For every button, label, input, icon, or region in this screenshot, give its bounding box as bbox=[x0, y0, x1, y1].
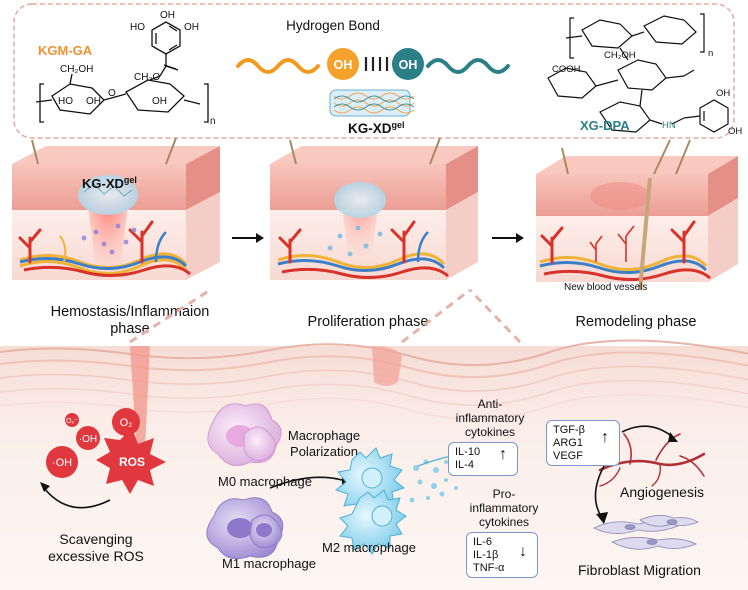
growth-up-arrow: ↑ bbox=[601, 429, 609, 446]
ros-burst bbox=[96, 428, 166, 494]
chem-oh-3: OH bbox=[184, 22, 199, 33]
oh-radical-bubble-1 bbox=[46, 446, 78, 478]
chem-oh-5: OH bbox=[86, 96, 101, 107]
kgm-ga-label: KGM-GA bbox=[38, 43, 93, 58]
oh-radical-1: ·OH bbox=[52, 457, 72, 469]
chem-hn: HN bbox=[662, 120, 676, 131]
pro-down-arrow: ↓ bbox=[519, 543, 527, 560]
anti-label-line3: cytokines bbox=[465, 425, 515, 439]
chem-ch2o: CH₂O bbox=[134, 72, 160, 83]
ros-label: ROS bbox=[119, 455, 145, 469]
chem-cooh: COOH bbox=[552, 64, 581, 75]
pro-cytokine-1: IL-6 bbox=[473, 536, 492, 548]
chem-o-ring: O bbox=[108, 88, 116, 99]
chem-ho-4: HO bbox=[58, 96, 73, 107]
chem-oh-7: OH bbox=[716, 88, 730, 99]
growth-factor-2: ARG1 bbox=[553, 437, 583, 449]
angiogenesis-label: Angiogenesis bbox=[620, 484, 704, 500]
o2-radical-bubble-1 bbox=[65, 413, 79, 427]
chem-oh-6: OH bbox=[152, 96, 167, 107]
xg-dpa-label: XG-DPA bbox=[580, 118, 630, 133]
growth-factor-1: TGF-β bbox=[553, 424, 585, 436]
pro-label-line2: inflammatory bbox=[470, 501, 539, 515]
pro-label-line1: Pro- bbox=[493, 487, 516, 501]
growth-factor-3: VEGF bbox=[553, 450, 583, 462]
pro-cytokine-2: IL-1β bbox=[473, 549, 499, 561]
hydrogen-bond-label: Hydrogen Bond bbox=[286, 18, 380, 33]
phase1-label-line1: Hemostasis/Inflammaion bbox=[51, 304, 210, 320]
fibroblast-icon bbox=[593, 515, 699, 550]
pro-cytokine-3: TNF-α bbox=[473, 562, 505, 574]
oh-orange-label: OH bbox=[334, 58, 353, 72]
oh-teal-label: OH bbox=[399, 58, 418, 72]
chem-xg-n: n bbox=[708, 48, 713, 59]
phase3-label: Remodeling phase bbox=[576, 314, 697, 330]
chem-ho-2: HO bbox=[130, 22, 145, 33]
phase-arrow-1 bbox=[232, 233, 264, 243]
kgm-chain-wave bbox=[236, 58, 320, 74]
scavenging-arrow bbox=[43, 487, 111, 509]
m1-macrophage-icon bbox=[206, 497, 284, 560]
anti-up-arrow: ↑ bbox=[499, 446, 507, 463]
anti-cytokine-box: IL-10 IL-4 ↑ bbox=[448, 442, 518, 476]
pro-cytokine-box: IL-6 IL-1β TNF-α ↓ bbox=[466, 532, 538, 578]
new-vessels-label: New blood vessels bbox=[564, 282, 647, 293]
anti-cytokine-2: IL-4 bbox=[455, 459, 474, 471]
polarization-label-line1: Macrophage bbox=[288, 428, 360, 443]
oh-teal-circle bbox=[392, 48, 424, 80]
oh-radical-bubble-2 bbox=[76, 426, 100, 450]
chem-ho-1: OH bbox=[160, 10, 175, 21]
fibroblast-label: Fibroblast Migration bbox=[578, 562, 701, 578]
polarization-label-line2: Polarization bbox=[290, 444, 358, 459]
pro-label-line3: cytokines bbox=[479, 515, 529, 529]
m2-macrophage-icon bbox=[334, 447, 407, 555]
anti-label-line2: inflammatory bbox=[456, 411, 525, 425]
xg-dpa-structure bbox=[547, 13, 729, 133]
m0-label: M0 macrophage bbox=[218, 474, 312, 489]
growth-factor-box: TGF-β ARG1 VEGF ↑ bbox=[546, 420, 620, 466]
o2-radical-1: O₂⁻ bbox=[66, 418, 78, 425]
chem-xg-ch2oh: CH₂OH bbox=[604, 50, 636, 61]
anti-cytokine-1: IL-10 bbox=[455, 446, 481, 458]
oh-orange-circle bbox=[327, 48, 359, 80]
chem-ch2oh: CH₂OH bbox=[60, 64, 93, 75]
anti-label-line1: Anti- bbox=[478, 397, 503, 411]
scavenging-label-line1: Scavenging bbox=[59, 531, 132, 547]
chem-oh-8: OH bbox=[728, 126, 742, 137]
o2-radical-2: O₂ bbox=[120, 417, 133, 429]
m1-label: M1 macrophage bbox=[222, 556, 316, 571]
xg-chain-wave bbox=[426, 58, 510, 74]
phase1-label-line2: phase bbox=[110, 321, 150, 337]
oh-radical-2: ·OH bbox=[79, 434, 97, 445]
m0-macrophage-icon bbox=[207, 403, 282, 467]
skin-block-hemostasis bbox=[12, 137, 220, 280]
gel-mesh-icon bbox=[329, 89, 415, 117]
gel-name-label: KG-XDgel bbox=[348, 120, 405, 136]
phase-arrow-2 bbox=[492, 233, 524, 243]
m2-label: M2 macrophage bbox=[322, 540, 416, 555]
skin-gel-label: KG-XDgel bbox=[82, 175, 137, 191]
skin-block-proliferation bbox=[270, 137, 478, 280]
scavenging-label-line2: excessive ROS bbox=[48, 548, 144, 564]
hydrogen-bond-dashes bbox=[364, 57, 389, 71]
kgm-ga-structure bbox=[35, 21, 209, 123]
chem-n-1: n bbox=[210, 116, 216, 127]
polarization-arrow bbox=[269, 476, 343, 489]
phase2-label: Proliferation phase bbox=[308, 314, 429, 330]
o2-radical-bubble-2 bbox=[112, 408, 140, 436]
skin-block-remodeling bbox=[536, 139, 738, 291]
